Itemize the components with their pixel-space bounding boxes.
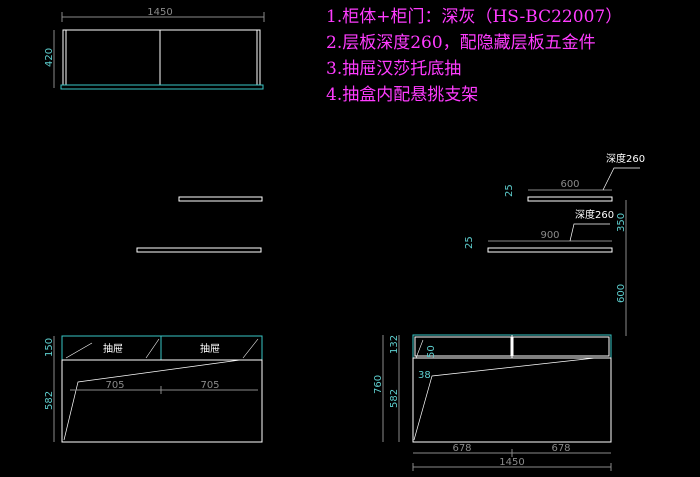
drawer-label-right: 抽屉: [200, 342, 220, 355]
side-shelf-lower: [487, 247, 613, 253]
shelf-gap-vertical: 350: [616, 213, 627, 232]
floating-shelf-upper: [178, 196, 263, 202]
shelf-top-thickness: 25: [504, 184, 515, 197]
drawer-height-bottom: 582: [44, 391, 55, 410]
right-unit: 50 38 760 132 582 678 678 1450: [373, 334, 612, 471]
right-height-bottom: 582: [389, 389, 400, 408]
inner-dim-a: 50: [426, 345, 437, 358]
top-width-dim-text: 1450: [147, 7, 172, 18]
right-height-top: 132: [389, 335, 400, 354]
drawer-width-right: 705: [200, 380, 219, 391]
drawer-unit-body: [61, 359, 263, 443]
floating-shelf-lower: [136, 247, 262, 253]
drawer-height-top: 150: [44, 338, 55, 357]
side-view-shelves: 600 深度260 25 900 深度260 25 350 600: [464, 152, 645, 336]
right-width-left: 678: [452, 443, 471, 454]
shelf-bottom-width: 900: [540, 230, 559, 241]
shelf-top-width: 600: [560, 179, 579, 190]
top-cabinet-body: [62, 29, 261, 86]
shelf-height-below: 600: [616, 284, 627, 303]
note-3: 3.抽屉汉莎托底抽: [326, 59, 462, 79]
drawer-row: [61, 335, 263, 361]
right-height-total: 760: [373, 375, 384, 394]
top-cabinet-base: [60, 84, 264, 90]
right-width-right: 678: [551, 443, 570, 454]
drawer-width-left: 705: [105, 380, 124, 391]
note-2: 2.层板深度260，配隐藏层板五金件: [326, 33, 596, 53]
right-unit-diagonal: [413, 357, 596, 441]
note-4: 4.抽盒内配悬挑支架: [326, 85, 479, 105]
drawer-unit-diagonal: [63, 359, 241, 441]
right-total-width: 1450: [499, 457, 524, 468]
note-1: 1.柜体+柜门：深灰（HS-BC22007）: [326, 7, 623, 27]
shelf-top-depth-note: 深度260: [606, 152, 645, 165]
shelf-bottom-thickness: 25: [464, 236, 475, 249]
top-height-dim-text: 420: [44, 48, 55, 67]
inner-dim-b: 38: [418, 370, 431, 381]
drawer-unit: 抽屉 抽屉 705 705 150 582: [44, 335, 263, 443]
side-shelf-upper: [527, 196, 613, 202]
shelf-bottom-depth-note: 深度260: [575, 208, 614, 221]
top-cabinet: 1450 420: [44, 7, 265, 90]
drawer-label-left: 抽屉: [103, 342, 123, 355]
right-unit-body: [412, 357, 612, 443]
